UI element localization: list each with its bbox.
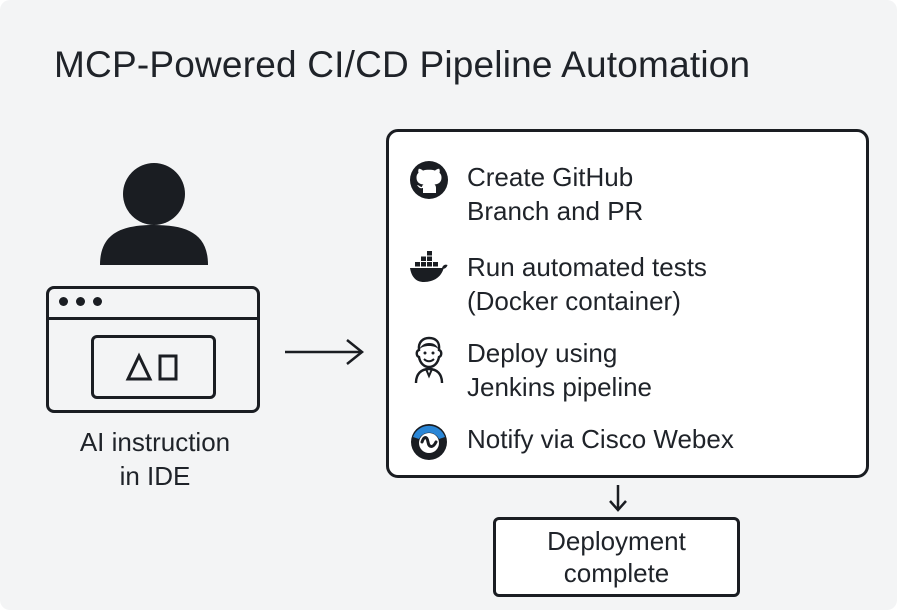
step-github-line1: Create GitHub [467, 162, 634, 192]
ide-editor-pane [91, 335, 216, 399]
step-webex: Notify via Cisco Webex [409, 422, 734, 462]
webex-icon [411, 424, 447, 460]
step-docker: Run automated tests (Docker container) [409, 250, 707, 318]
github-icon [410, 161, 448, 199]
window-dots [59, 297, 102, 306]
ide-window-icon [46, 286, 260, 413]
ide-glyph-icon [125, 352, 177, 381]
result-line1: Deployment [547, 526, 686, 556]
step-docker-label: Run automated tests (Docker container) [467, 250, 707, 318]
step-jenkins-label: Deploy using Jenkins pipeline [467, 336, 652, 404]
pipeline-steps-panel: Create GitHub Branch and PR Run automat [386, 129, 869, 478]
arrow-down-icon [609, 485, 627, 512]
step-webex-label: Notify via Cisco Webex [467, 422, 734, 456]
jenkins-icon [414, 336, 444, 384]
window-title-bar [49, 317, 257, 320]
user-icon [100, 163, 208, 265]
step-jenkins-line2: Jenkins pipeline [467, 372, 653, 402]
ide-label: AI instruction in IDE [40, 425, 270, 493]
step-github-line2: Branch and PR [467, 196, 644, 226]
deployment-complete-box: Deployment complete [493, 517, 740, 597]
arrow-right-icon [285, 339, 365, 365]
step-github: Create GitHub Branch and PR [409, 160, 643, 228]
ide-label-line2: in IDE [119, 461, 191, 491]
step-docker-line2: (Docker container) [467, 286, 681, 316]
result-line2: complete [563, 558, 670, 588]
step-docker-line1: Run automated tests [467, 252, 707, 282]
step-jenkins: Deploy using Jenkins pipeline [409, 336, 652, 404]
diagram-title: MCP-Powered CI/CD Pipeline Automation [54, 44, 751, 85]
step-webex-line1: Notify via Cisco Webex [467, 424, 734, 454]
step-jenkins-line1: Deploy using [467, 338, 618, 368]
ide-label-line1: AI instruction [79, 427, 231, 457]
step-github-label: Create GitHub Branch and PR [467, 160, 643, 228]
docker-icon [410, 251, 448, 282]
